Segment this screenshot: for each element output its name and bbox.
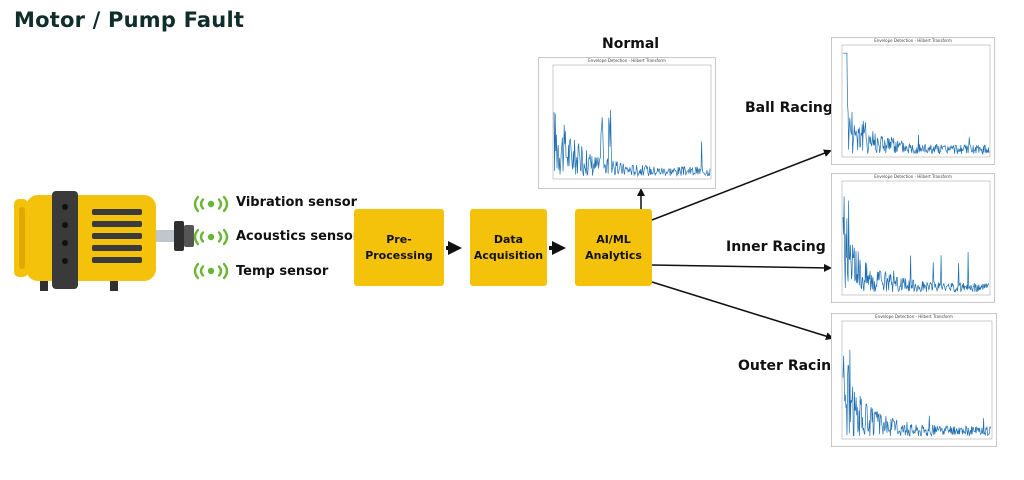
- plot-title: Envelope Detection - Hilbert Transform: [874, 174, 952, 179]
- outer-racing-signal: [841, 320, 993, 440]
- motor-icon: [14, 191, 194, 291]
- normal-signal: [552, 64, 712, 180]
- normal-label: Normal: [602, 36, 660, 52]
- data-acquisition-box: Data Acquisition: [470, 209, 547, 286]
- normal-envelope-plot: Envelope Detection - Hilbert Transform: [538, 57, 716, 189]
- acoustics-sensor-label: Acoustics sensor: [236, 229, 360, 244]
- plot-title: Envelope Detection - Hilbert Transform: [874, 38, 952, 43]
- arrow-to-outer: [651, 281, 834, 341]
- ball-racing-signal: [841, 44, 991, 158]
- arrow-to-ball: [651, 149, 832, 221]
- ball-racing-label: Ball Racing: [745, 100, 833, 116]
- outer-racing-label: Outer Racing: [738, 358, 842, 374]
- page-title: Motor / Pump Fault: [14, 8, 245, 32]
- sensor-wave-icons: [193, 195, 229, 280]
- vibration-sensor-label: Vibration sensor: [236, 195, 358, 210]
- temp-sensor-label: Temp sensor: [236, 264, 329, 279]
- inner-racing-signal: [841, 180, 991, 296]
- ball-racing-envelope-plot: Envelope Detection - Hilbert Transform: [831, 37, 995, 165]
- ai-ml-analytics-box: AI/ML Analytics: [575, 209, 652, 286]
- plot-title: Envelope Detection - Hilbert Transform: [588, 58, 666, 63]
- arrow-to-inner: [651, 263, 832, 272]
- outer-racing-envelope-plot: Envelope Detection - Hilbert Transform: [831, 313, 997, 447]
- preprocessing-box: Pre-Processing: [354, 209, 444, 286]
- inner-racing-label: Inner Racing: [726, 239, 826, 255]
- plot-title: Envelope Detection - Hilbert Transform: [875, 314, 953, 319]
- inner-racing-envelope-plot: Envelope Detection - Hilbert Transform: [831, 173, 995, 303]
